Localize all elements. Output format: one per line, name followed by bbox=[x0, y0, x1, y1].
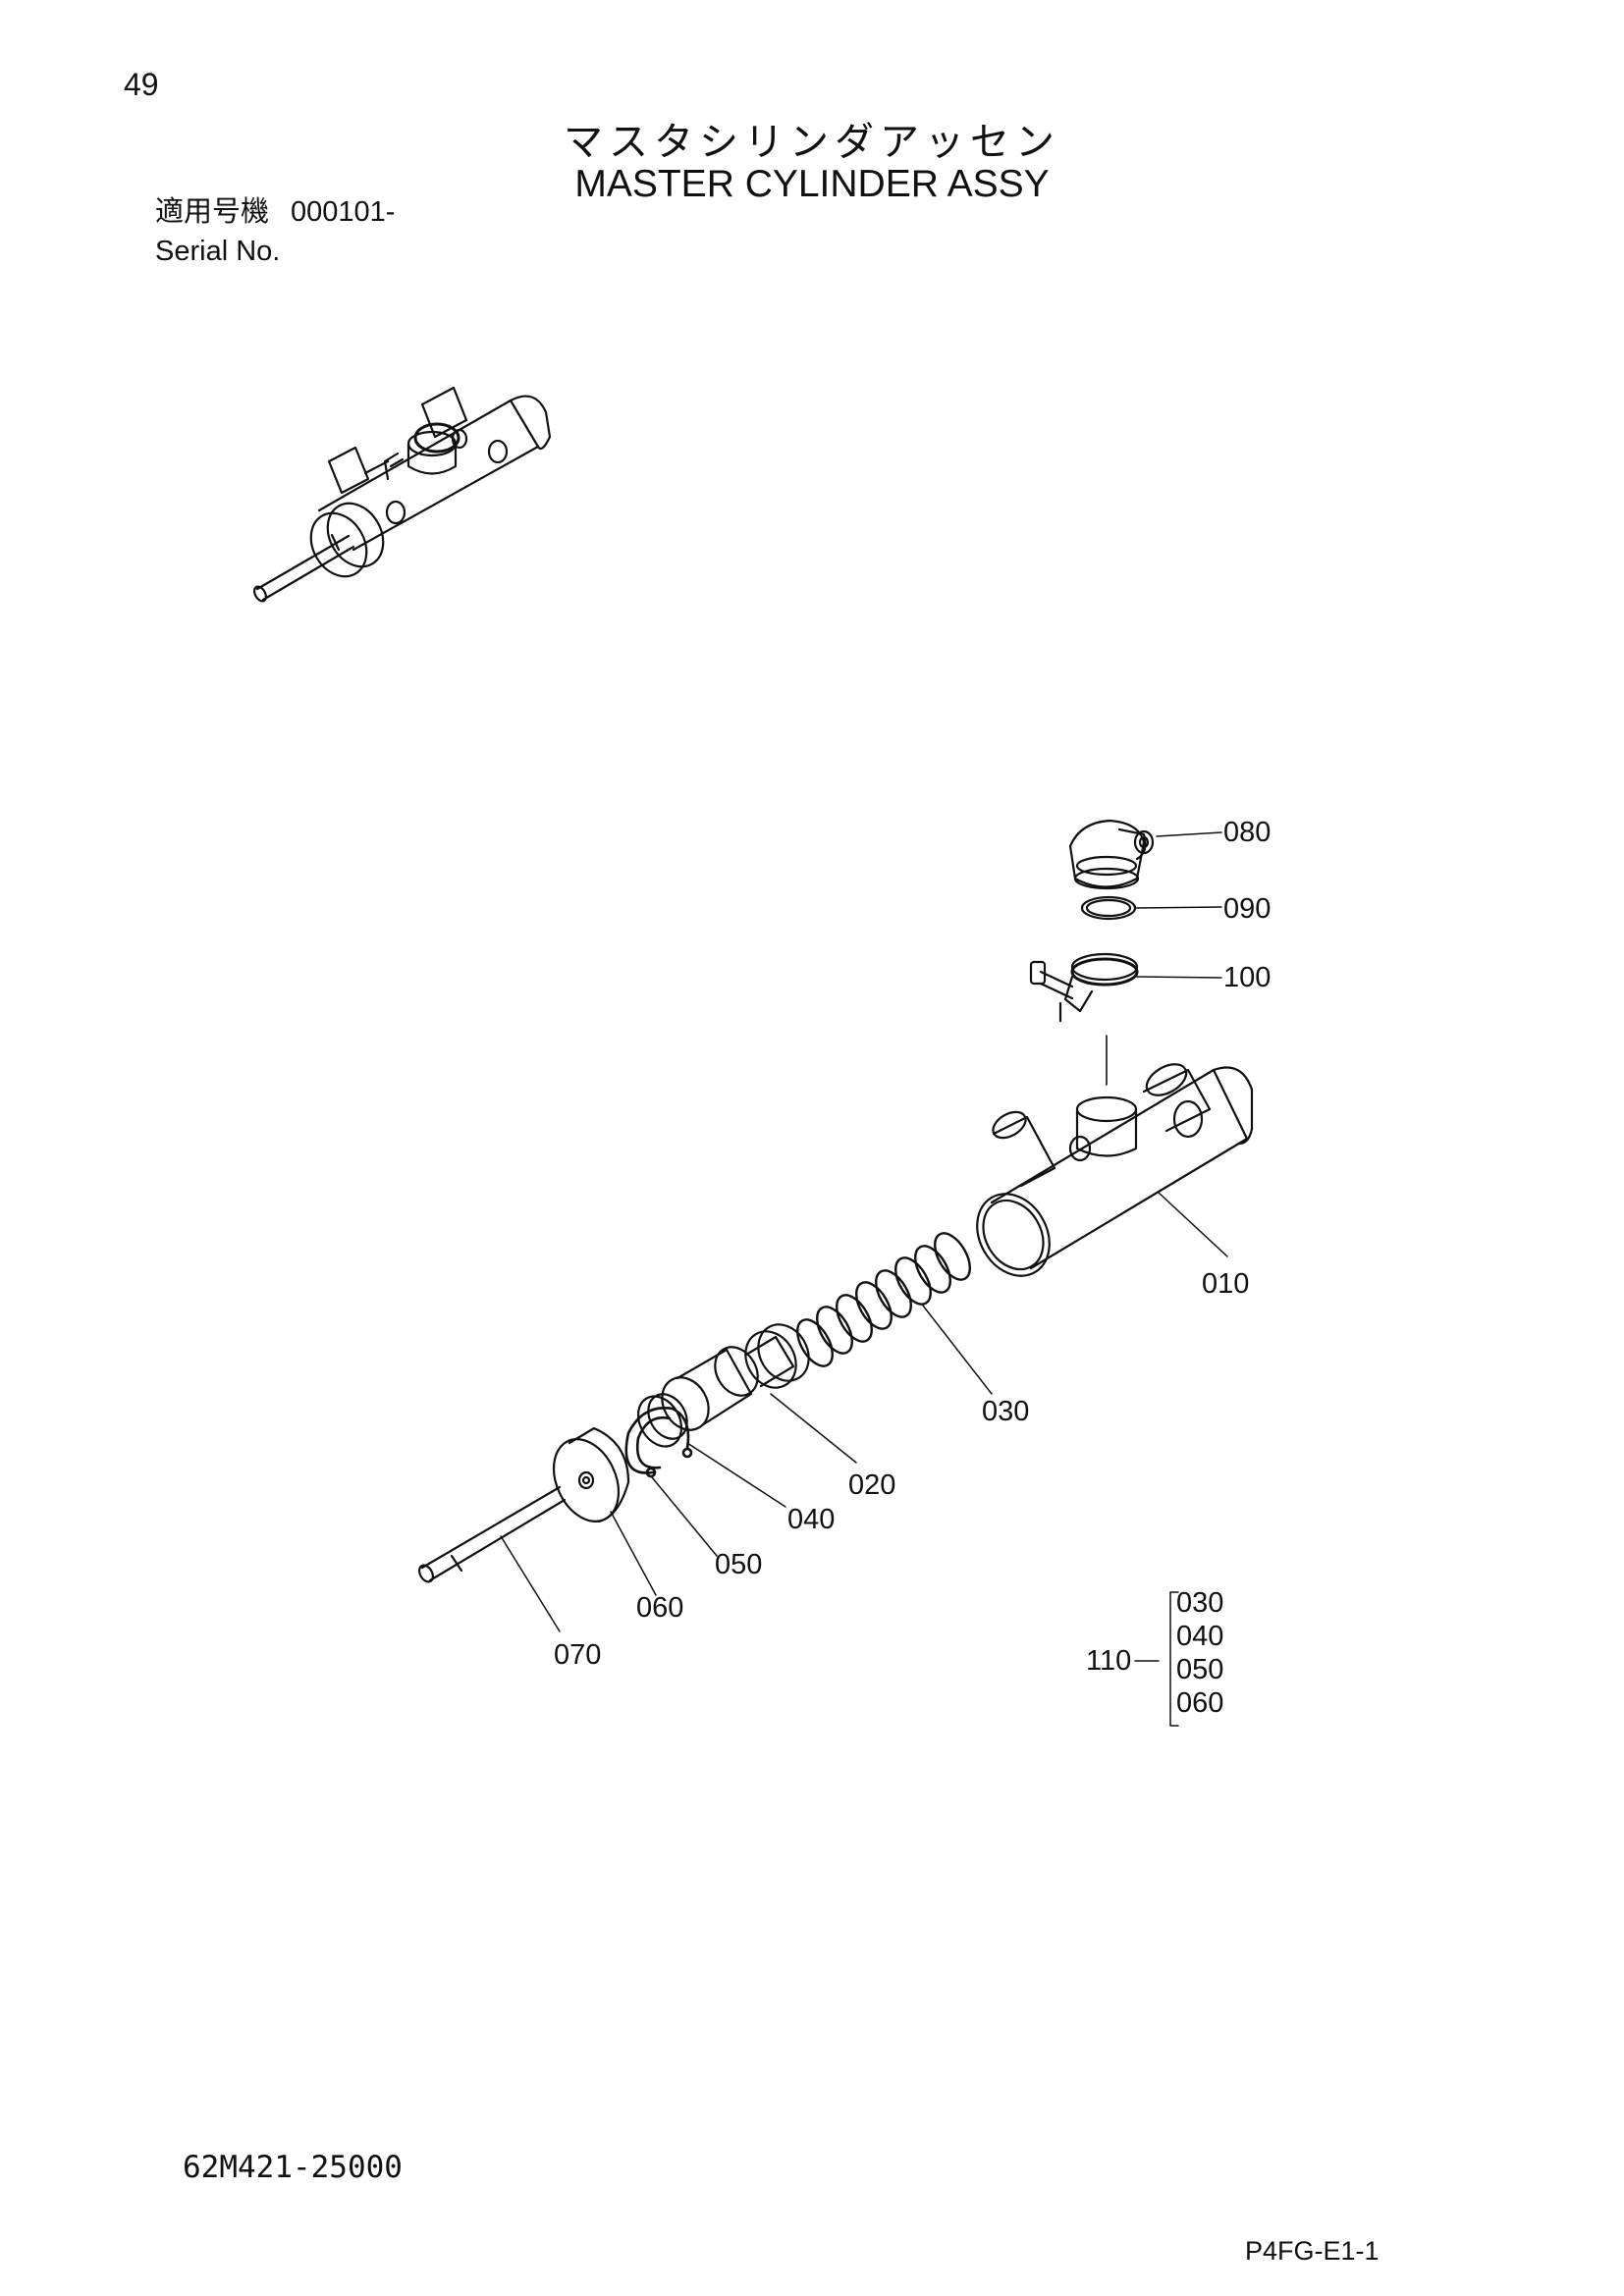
serial-label-en: Serial No. bbox=[155, 236, 281, 267]
callout-040: 040 bbox=[787, 1504, 836, 1535]
callout-030: 030 bbox=[982, 1396, 1030, 1427]
cylinder-body bbox=[976, 1035, 1254, 1277]
callout-050: 050 bbox=[715, 1549, 763, 1580]
reference-code: P4FG-E1-1 bbox=[1245, 2236, 1380, 2266]
exploded-view bbox=[418, 819, 1254, 1583]
spring bbox=[796, 1232, 971, 1367]
serial-code: 000101- bbox=[291, 196, 396, 228]
document-code: 62M421-25000 bbox=[183, 2150, 403, 2185]
serial-label-jp: 適用号機 bbox=[155, 196, 270, 228]
serial-line: 適用号機 000101- bbox=[155, 192, 395, 232]
kit-item: 030 bbox=[1176, 1587, 1224, 1619]
callout-020: 020 bbox=[848, 1469, 896, 1501]
callout-090: 090 bbox=[1223, 893, 1272, 925]
callout-100: 100 bbox=[1223, 962, 1272, 993]
push-rod bbox=[418, 1485, 567, 1583]
kit-item: 060 bbox=[1176, 1687, 1224, 1719]
assembled-view bbox=[253, 386, 552, 603]
serial-info: 適用号機 000101- Serial No. bbox=[155, 192, 395, 271]
leader-lines bbox=[500, 831, 1228, 1727]
callout-060: 060 bbox=[636, 1592, 684, 1624]
snap-ring bbox=[624, 1406, 693, 1478]
kit-items: 030 040 050 060 bbox=[1176, 1586, 1223, 1720]
callout-110: 110 bbox=[1086, 1645, 1132, 1677]
callout-080: 080 bbox=[1223, 817, 1272, 848]
page-number: 49 bbox=[124, 67, 159, 102]
reservoir-cap bbox=[1068, 819, 1155, 890]
boot bbox=[552, 1426, 630, 1523]
kit-item: 050 bbox=[1176, 1654, 1224, 1685]
hose-clamp bbox=[1029, 952, 1139, 1023]
page-title: MASTER CYLINDER ASSY bbox=[574, 163, 1050, 205]
callout-070: 070 bbox=[554, 1639, 602, 1671]
kit-item: 040 bbox=[1176, 1621, 1224, 1652]
page-title-japanese: マスタシリンダアッセン bbox=[564, 120, 1060, 165]
o-ring bbox=[1080, 895, 1137, 921]
callout-010: 010 bbox=[1202, 1268, 1250, 1300]
piston bbox=[661, 1323, 810, 1431]
